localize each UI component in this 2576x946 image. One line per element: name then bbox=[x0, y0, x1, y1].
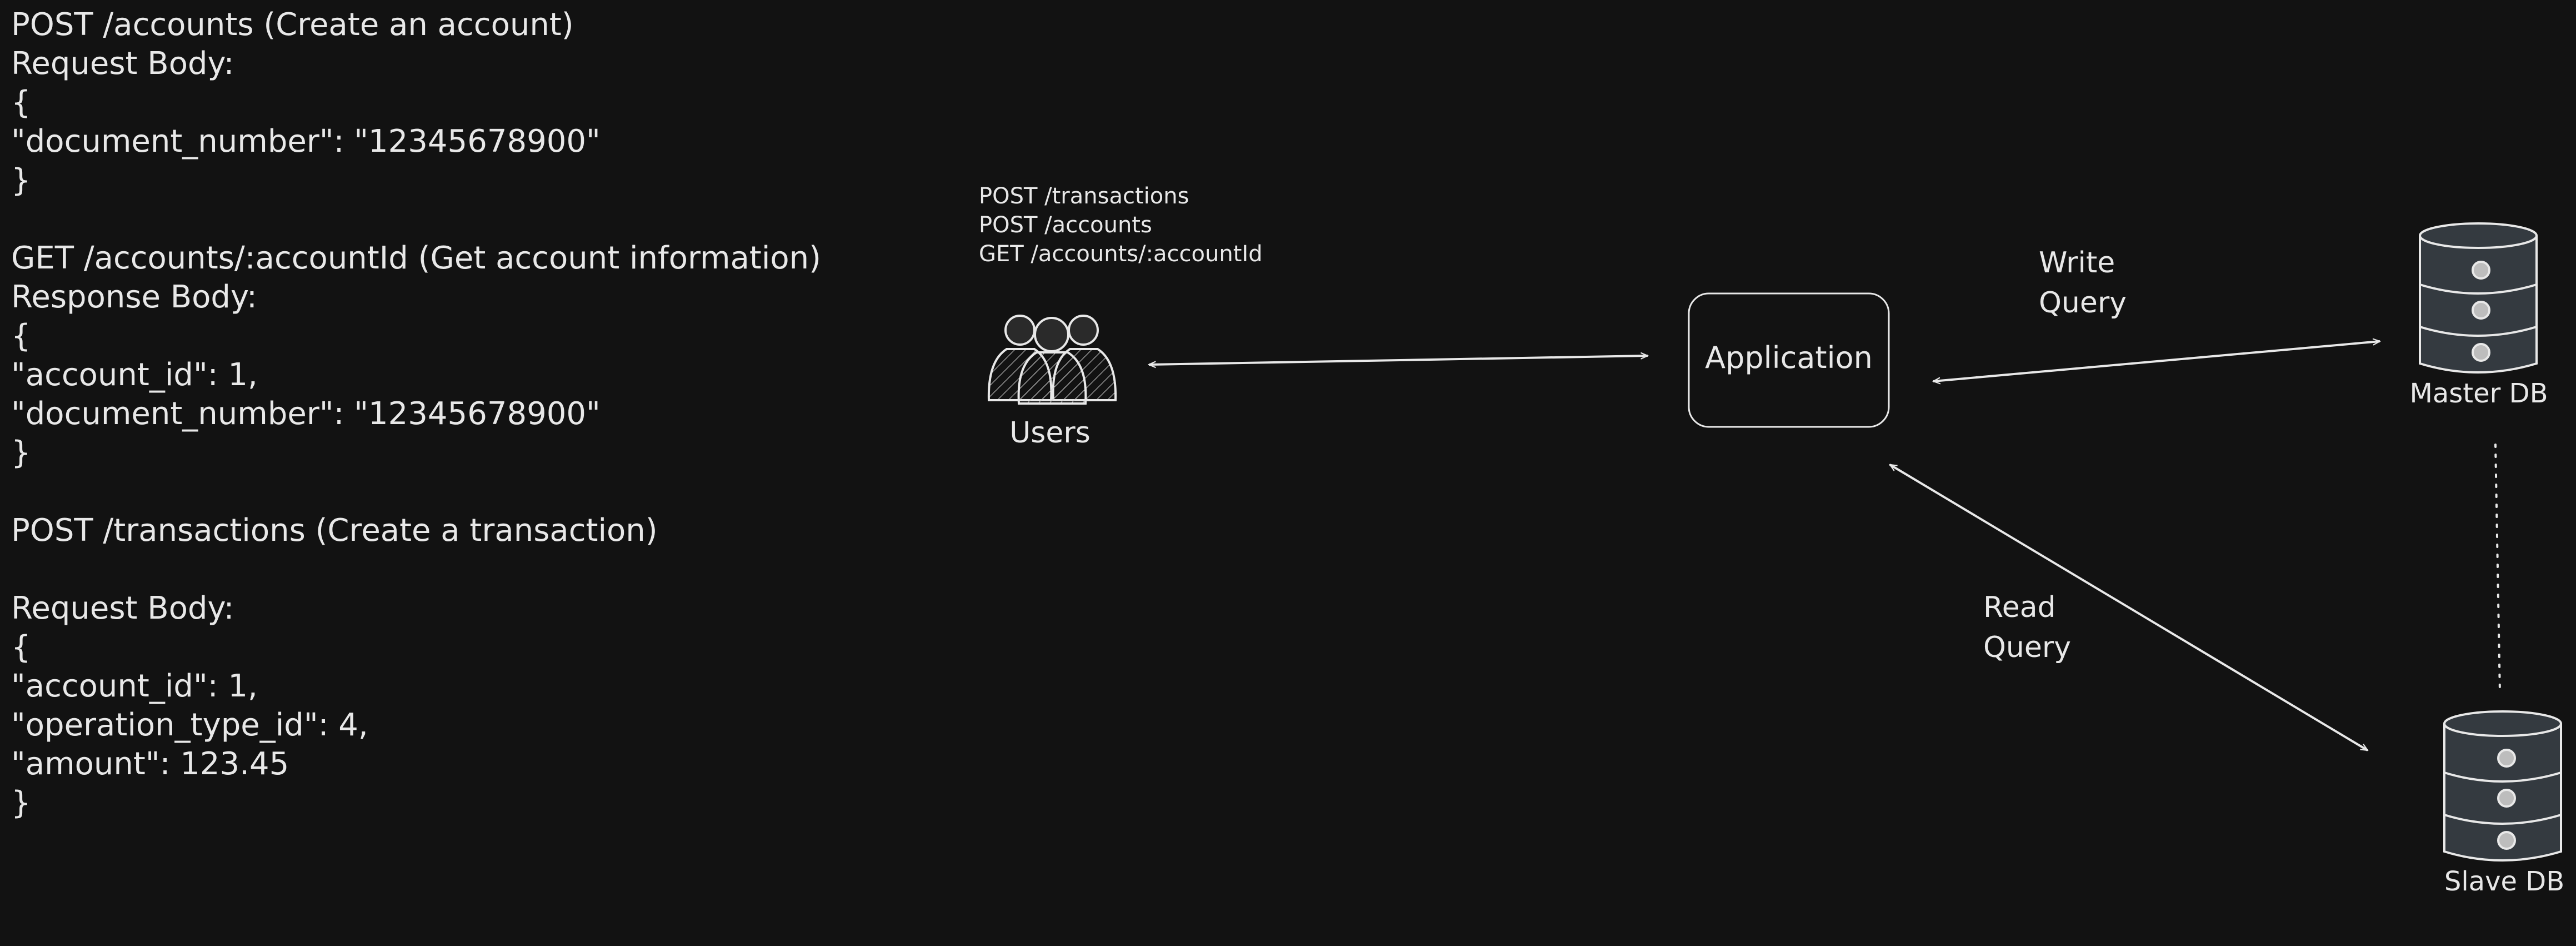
api-line: "document_number": "12345678900" bbox=[11, 396, 601, 432]
endpoint-label: POST /accounts bbox=[979, 212, 1152, 238]
database-icon bbox=[2443, 710, 2562, 862]
api-line: Request Body: bbox=[11, 590, 234, 626]
write-query-arrow bbox=[1933, 341, 2380, 381]
application-box bbox=[1688, 292, 1890, 428]
api-line: "document_number": "12345678900" bbox=[11, 123, 601, 160]
users-application-arrow bbox=[1149, 356, 1648, 365]
api-line: "account_id": 1, bbox=[11, 668, 258, 704]
endpoint-label: GET /accounts/:accountId bbox=[979, 241, 1263, 267]
write-query-label: Query bbox=[2039, 286, 2127, 320]
api-line: { bbox=[11, 629, 31, 665]
api-line: { bbox=[11, 318, 31, 354]
slave-db-label: Slave DB bbox=[2444, 866, 2564, 897]
master-db-label: Master DB bbox=[2409, 378, 2548, 409]
api-line: } bbox=[11, 785, 31, 821]
api-line: "operation_type_id": 4, bbox=[11, 707, 368, 743]
read-query-arrow bbox=[1890, 464, 2368, 751]
endpoint-label: POST /transactions bbox=[979, 183, 1189, 209]
read-query-label: Query bbox=[1983, 631, 2071, 664]
api-line: } bbox=[11, 435, 31, 471]
api-line: { bbox=[11, 84, 31, 121]
read-query-label: Read bbox=[1983, 591, 2056, 624]
api-line: Response Body: bbox=[11, 279, 257, 315]
users-icon bbox=[987, 315, 1117, 405]
database-icon bbox=[2419, 222, 2538, 374]
api-line: "account_id": 1, bbox=[11, 357, 258, 393]
application-label: Application bbox=[1705, 340, 1873, 375]
api-line: "amount": 123.45 bbox=[11, 746, 289, 782]
api-spec-text: POST /accounts (Create an account) Reque… bbox=[11, 6, 911, 823]
users-label: Users bbox=[1009, 416, 1091, 450]
api-line: POST /transactions (Create a transaction… bbox=[11, 512, 658, 549]
api-line: POST /accounts (Create an account) bbox=[11, 7, 574, 43]
replication-line bbox=[2494, 444, 2501, 694]
api-line: Request Body: bbox=[11, 46, 234, 82]
api-line: GET /accounts/:accountId (Get account in… bbox=[11, 240, 822, 276]
write-query-label: Write bbox=[2039, 246, 2115, 280]
api-line: } bbox=[11, 162, 31, 198]
